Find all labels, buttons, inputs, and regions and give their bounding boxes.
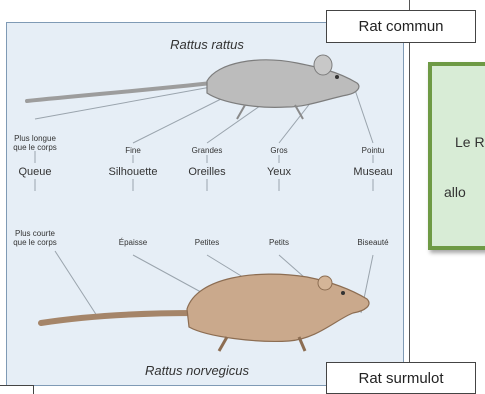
top-tag-label: Rat commun [358, 18, 443, 35]
info-box [428, 62, 485, 250]
species-bottom-label: Rattus norvegicus [145, 363, 250, 378]
trait-name: Oreilles [188, 166, 226, 178]
diagram-svg: Rattus rattus Rattus norvegicus Plus lon… [7, 23, 405, 387]
rat-top-body [207, 60, 359, 107]
rat-bottom-ear [318, 276, 332, 290]
trait-top-value: Fine [125, 146, 141, 155]
rat-bottom-illustration [41, 274, 369, 351]
trait-bottom-value: Petites [195, 238, 219, 247]
trait-top-value: Pointu [362, 146, 385, 155]
trait-top-value: Grandes [192, 146, 223, 155]
rat-top-illustration [27, 55, 359, 119]
rat-bottom-tail [41, 313, 197, 323]
top-tag: Rat commun [326, 10, 476, 43]
rat-comparison-diagram: Rattus rattus Rattus norvegicus Plus lon… [6, 22, 404, 386]
trait-top-value: Gros [270, 146, 287, 155]
trait-name: Silhouette [109, 166, 158, 178]
rat-top-eye [335, 75, 339, 79]
bottom-tag: Rat surmulot [326, 362, 476, 394]
connector-queue-bottom [55, 251, 99, 319]
trait-bottom-value: Épaisse [119, 238, 148, 247]
trait-name: Queue [18, 166, 51, 178]
rat-bottom-eye [341, 291, 345, 295]
connector-oreilles-top [207, 101, 267, 143]
trait-bottom-value: Biseauté [357, 238, 389, 247]
info-box-line-1: Le R [455, 134, 485, 150]
info-box-line-2: allo [444, 184, 466, 200]
rat-bottom-body [187, 274, 369, 341]
trait-name: Museau [353, 166, 392, 178]
bottom-tag-label: Rat surmulot [358, 370, 443, 387]
frame-corner [0, 385, 34, 394]
trait-bottom-value: Petits [269, 238, 289, 247]
species-top-label: Rattus rattus [170, 37, 244, 52]
trait-name: Yeux [267, 166, 292, 178]
rat-top-ear [314, 55, 332, 75]
